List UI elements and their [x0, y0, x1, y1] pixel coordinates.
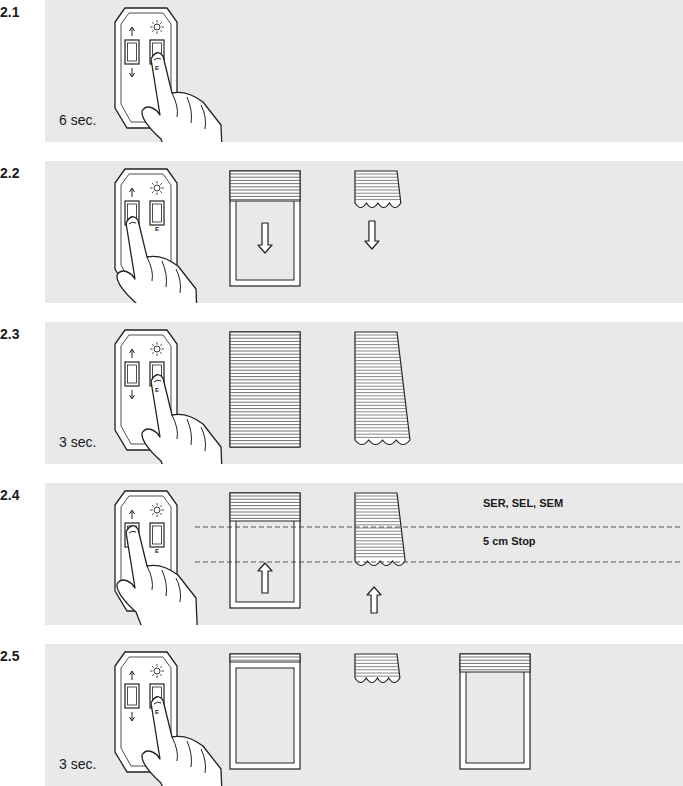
- step-illustration: [45, 161, 683, 303]
- step-illustration: [45, 322, 683, 464]
- step-illustration: [45, 483, 683, 625]
- step-panel: 2.2: [45, 161, 683, 303]
- hold-duration: 3 sec.: [59, 756, 96, 772]
- step-number: 2.2: [0, 165, 19, 181]
- step-number: 2.1: [0, 4, 19, 20]
- step-panel: 2.16 sec.: [45, 0, 683, 142]
- step-number: 2.3: [0, 326, 19, 342]
- step-number: 2.4: [0, 487, 19, 503]
- hold-duration: 3 sec.: [59, 434, 96, 450]
- key-label: E: [155, 548, 159, 554]
- step-panel: 2.53 sec.: [45, 644, 683, 786]
- key-label: E: [155, 226, 159, 232]
- step-number: 2.5: [0, 648, 19, 664]
- step-panel: 2.4SER, SEL, SEM5 cm Stop: [45, 483, 683, 625]
- step-panel: 2.33 sec.: [45, 322, 683, 464]
- hold-duration: 6 sec.: [59, 112, 96, 128]
- key-label: E: [155, 65, 159, 71]
- step-illustration: [45, 644, 683, 786]
- key-label: E: [155, 387, 159, 393]
- key-label: E: [155, 709, 159, 715]
- note-text: 5 cm Stop: [483, 535, 536, 547]
- note-text: SER, SEL, SEM: [483, 497, 563, 509]
- step-illustration: [45, 0, 683, 142]
